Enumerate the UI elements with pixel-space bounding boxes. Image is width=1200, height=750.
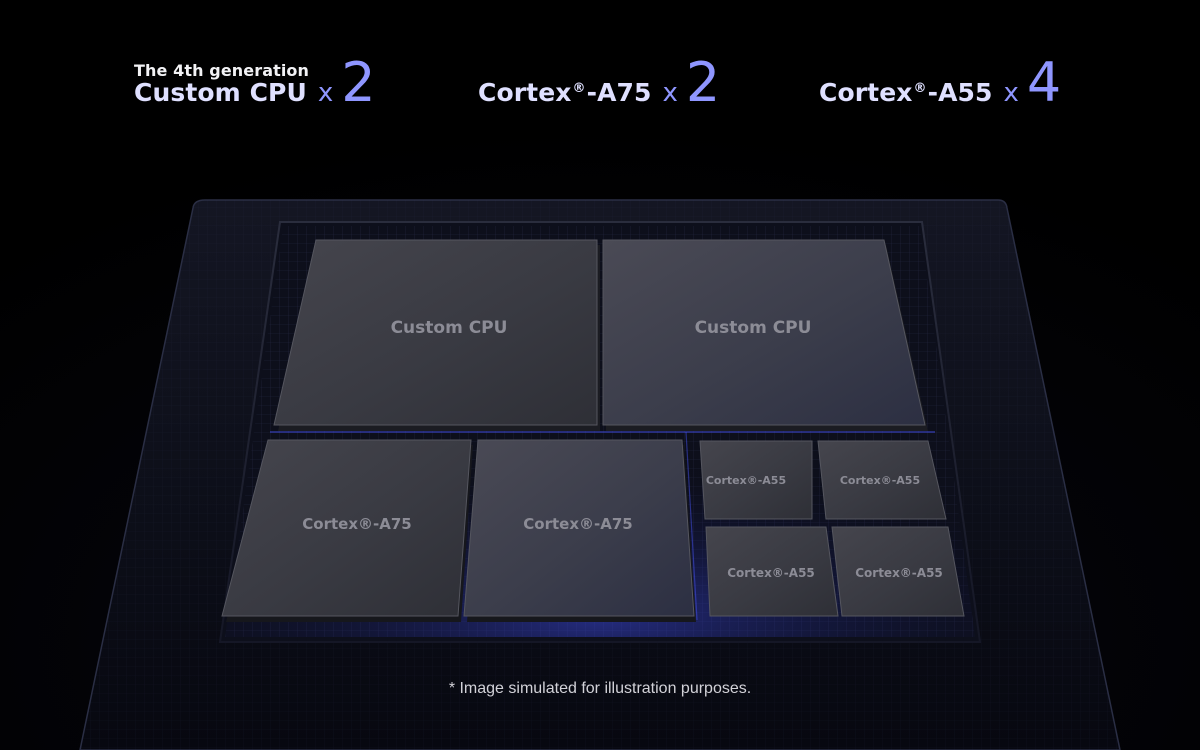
core-label: Cortex®-A55 [706,474,786,487]
custom-cpu-core-2: Custom CPU [602,239,928,431]
headline-a75-registered: ® [572,81,586,96]
cortex-a55-core-1: Cortex®-A55 [699,440,813,520]
core-label: Cortex®-A55 [855,566,943,580]
headline-a75-count: 2 [685,51,721,114]
core-label: Cortex®-A75 [302,515,411,533]
headline-custom-name: Custom CPU [134,78,307,107]
headline-a55-registered: ® [913,81,927,96]
headline-custom-times: x [317,78,334,108]
headline-a75-times: x [662,78,678,108]
headline-custom-subtitle: The 4th generation [134,61,310,80]
cortex-a55-core-4: Cortex®-A55 [831,526,965,617]
core-label: Cortex®-A55 [840,474,920,487]
headline-a55-name-prefix: Cortex [819,78,913,107]
headline-a55-count: 4 [1026,51,1062,114]
core-label: Cortex®-A55 [727,566,815,580]
core-label: Custom CPU [695,318,812,338]
headline-a55-times: x [1003,78,1019,108]
headline-custom-count: 2 [341,51,376,114]
core-label: Cortex®-A75 [523,515,632,533]
custom-cpu-core-1: Custom CPU [273,239,600,431]
headline-a75-name-suffix: -A75 [586,78,652,107]
cortex-a55-core-2: Cortex®-A55 [817,440,947,520]
headline-a75-name-prefix: Cortex [478,78,572,107]
headline-a55-name-suffix: -A55 [927,78,993,107]
cortex-a55-core-3: Cortex®-A55 [705,526,839,617]
cortex-a75-core-1: Cortex®-A75 [221,439,473,622]
footnote-disclaimer: * Image simulated for illustration purpo… [448,680,752,697]
cortex-a75-core-2: Cortex®-A75 [463,439,696,622]
core-label: Custom CPU [391,318,508,338]
